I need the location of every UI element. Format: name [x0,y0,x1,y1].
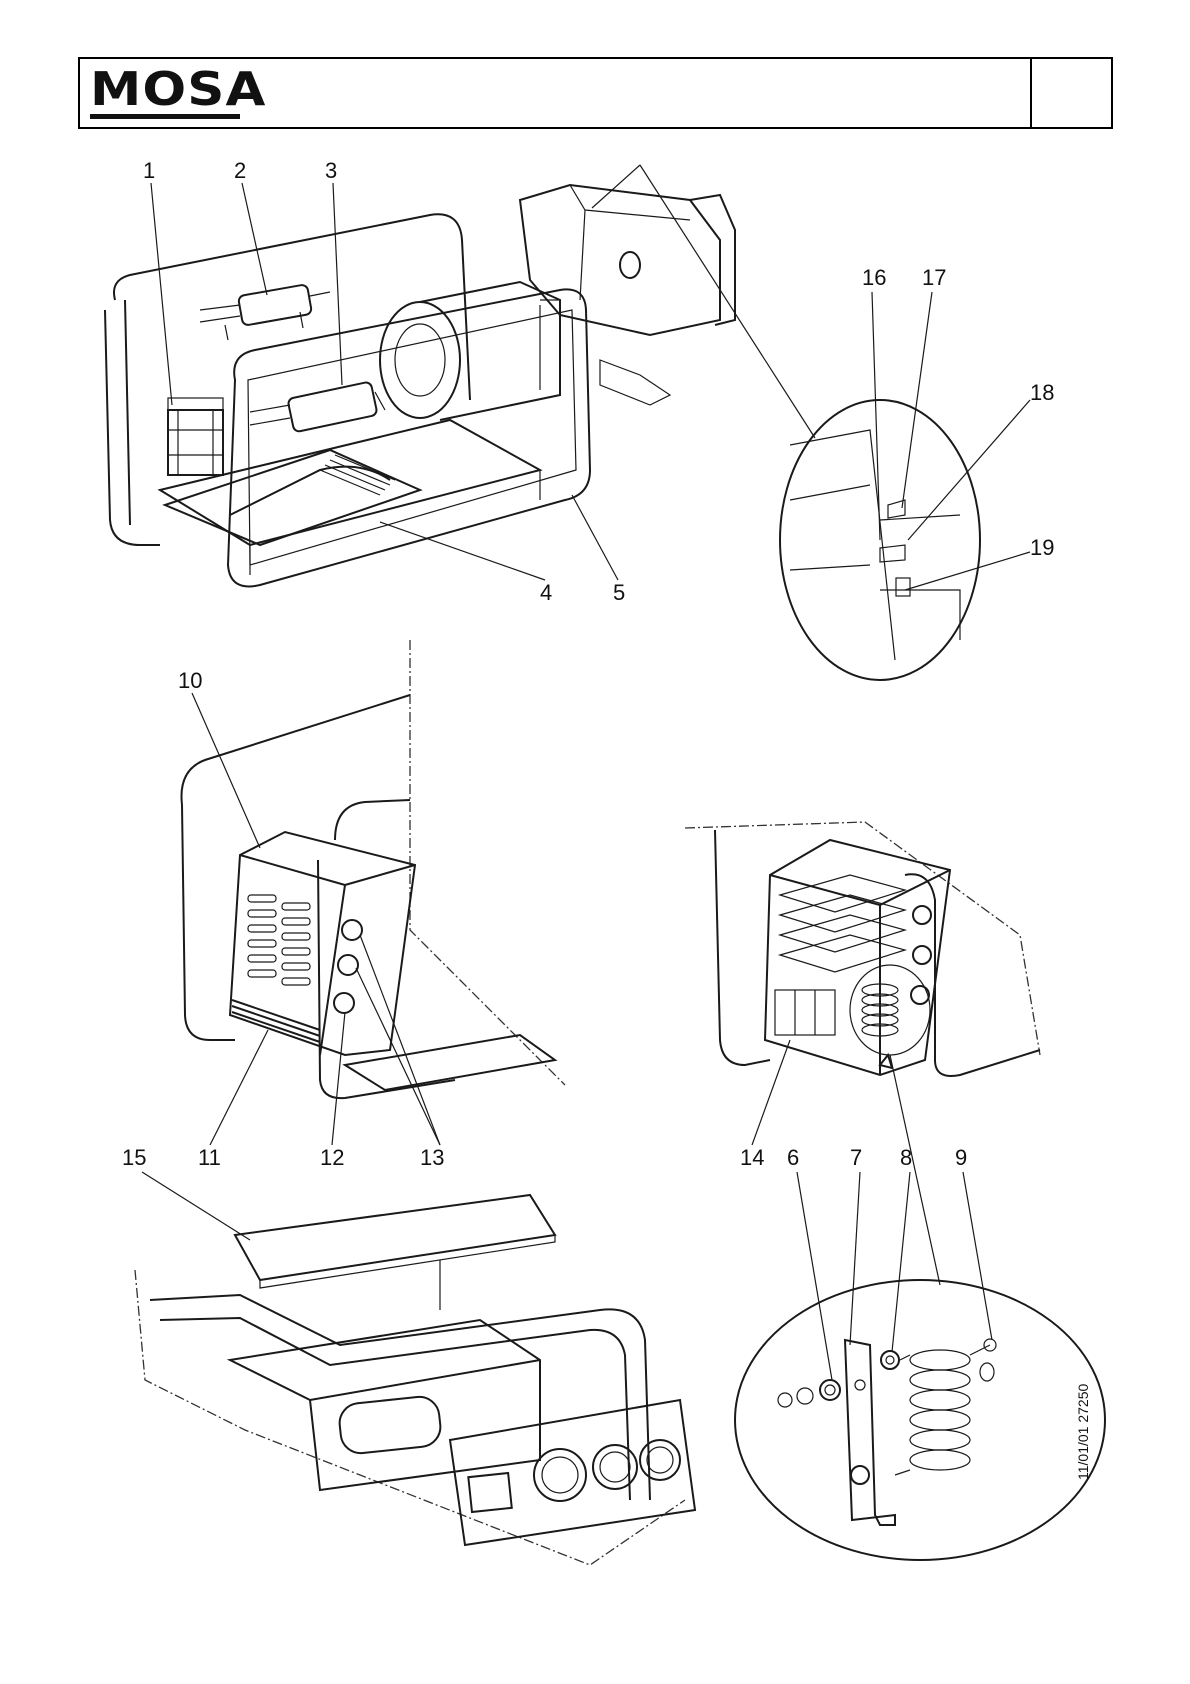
callout-1: 1 [143,158,155,183]
callout-3: 3 [325,158,337,183]
detail-circle-bottom: 6 7 8 9 [734,1145,1106,1561]
document-code: 11/01/01 27250 [1075,1383,1091,1480]
callout-15: 15 [122,1145,146,1170]
control-box-assembly: 10 11 12 13 [178,640,566,1170]
detail-circle-top: 16 17 18 19 [779,265,1054,681]
callout-17: 17 [922,265,946,290]
callout-11: 11 [198,1145,221,1170]
header-frame: MOSA [78,57,1113,129]
callout-6: 6 [787,1145,799,1170]
callout-9: 9 [955,1145,967,1170]
open-box-assembly: 14 [684,821,1041,1286]
callout-2: 2 [234,158,246,183]
callouts-top: 1 2 3 4 5 [143,158,816,605]
callout-13: 13 [420,1145,444,1170]
panel-assembly: 15 [122,1145,697,1566]
callout-14: 14 [740,1145,764,1170]
callout-5: 5 [613,580,625,605]
callout-10: 10 [178,668,202,693]
callout-12: 12 [320,1145,344,1170]
callout-7: 7 [850,1145,862,1170]
callout-18: 18 [1030,380,1054,405]
callout-19: 19 [1030,535,1054,560]
header-divider [1030,59,1032,127]
callout-4: 4 [540,580,552,605]
logo-text: MOSA [90,62,267,116]
mosa-logo: MOSA [90,64,265,119]
callout-16: 16 [862,265,886,290]
callout-8: 8 [900,1145,912,1170]
logo-underline [90,114,240,119]
generator-assembly [104,183,736,588]
